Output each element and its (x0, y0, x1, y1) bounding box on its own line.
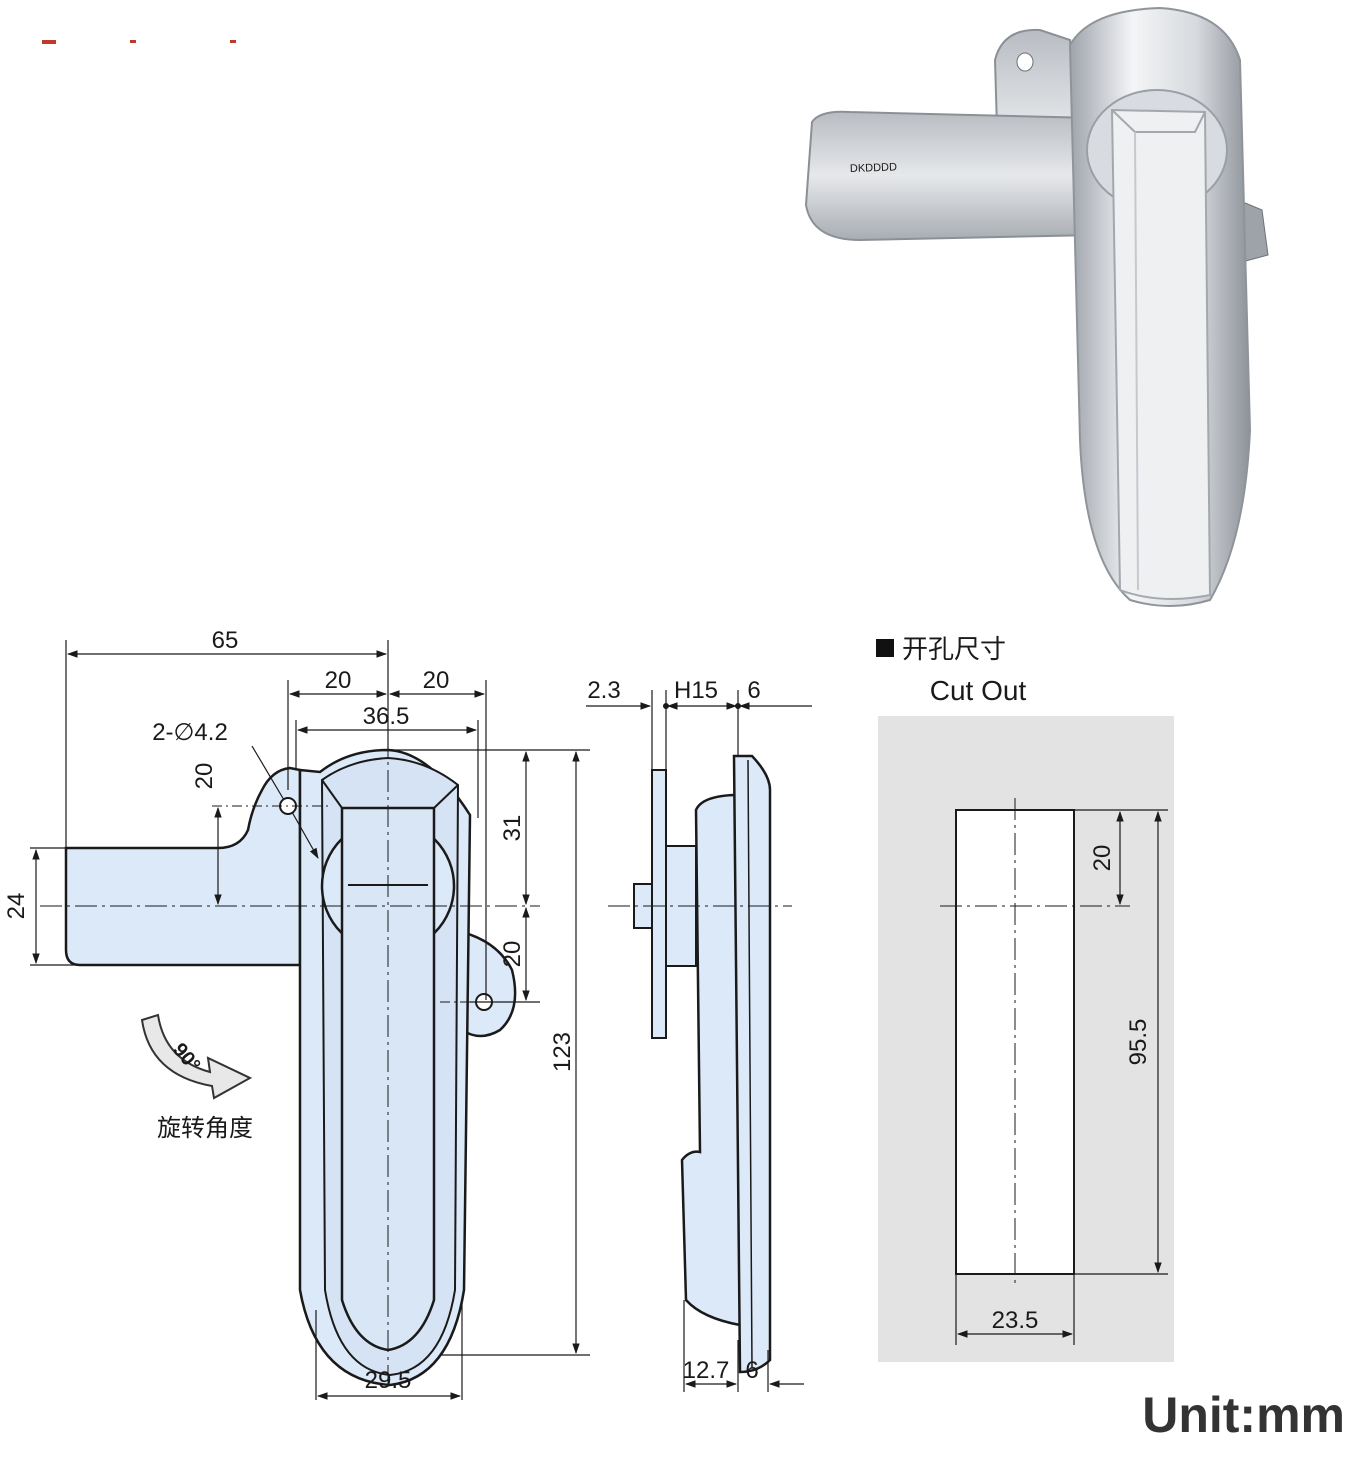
mounting-tab (64, 766, 302, 967)
right-ear (460, 930, 517, 1038)
dim-h15: H15 (674, 677, 718, 704)
cutout-title-en: Cut Out (930, 675, 1027, 706)
dim-65: 65 (212, 627, 239, 654)
side-faceplate (732, 754, 772, 1374)
dim-12-7: 12.7 (683, 1357, 730, 1384)
rotation-caption: 旋转角度 (157, 1114, 253, 1142)
cutout-dim-23-5: 23.5 (992, 1307, 1039, 1334)
dim-lower-20: 20 (499, 941, 526, 968)
hole-spec: 2-∅4.2 (152, 719, 228, 746)
rotation-arrow-icon: 90° (140, 1013, 253, 1100)
svg-text:DKDDDD: DKDDDD (850, 161, 898, 175)
cutout-dim-20: 20 (1089, 845, 1116, 872)
dim-right-20: 20 (423, 667, 450, 694)
corner-mark (42, 40, 236, 44)
dim-left-20: 20 (325, 667, 352, 694)
dim-hole-20: 20 (191, 763, 218, 790)
front-view: 65 20 20 36.5 2-∅4.2 20 24 31 20 123 29.… (3, 627, 590, 1400)
dim-6-top: 6 (747, 677, 760, 704)
dim-24: 24 (3, 893, 30, 920)
cutout-dim-95-5: 95.5 (1125, 1019, 1152, 1066)
dim-36-5: 36.5 (363, 703, 410, 730)
dim-123: 123 (549, 1032, 576, 1072)
side-body (680, 793, 742, 1327)
cutout-bullet (876, 639, 894, 657)
side-view: 2.3 H15 6 12.7 6 (586, 677, 812, 1392)
cutout-title-cn: 开孔尺寸 (902, 635, 1006, 665)
product-photo: DKDDDD (804, 6, 1269, 607)
cutout-view: 开孔尺寸 Cut Out 20 95.5 23.5 (876, 635, 1174, 1362)
dim-31: 31 (499, 815, 526, 842)
unit-label: Unit:mm (1142, 1387, 1345, 1443)
dim-2-3: 2.3 (587, 677, 620, 704)
dim-29-5: 29.5 (365, 1367, 412, 1394)
dim-6-bottom: 6 (745, 1357, 758, 1384)
